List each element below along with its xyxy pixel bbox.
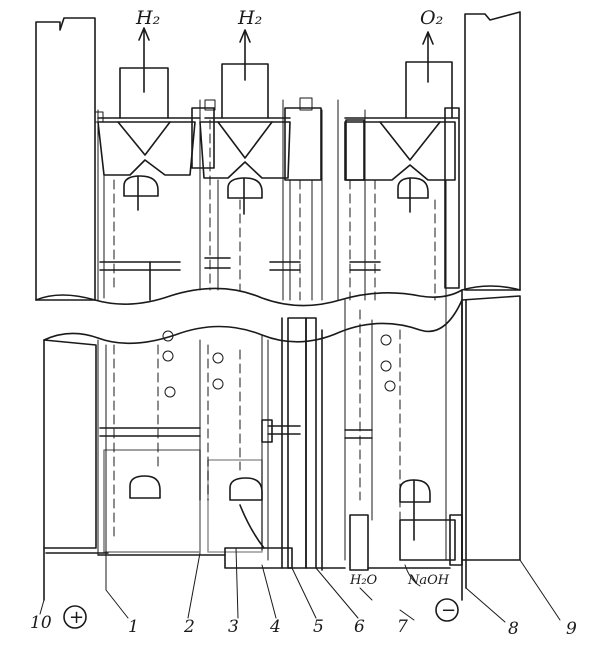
part-number-6: 6 (354, 617, 365, 637)
leader-lines (39, 547, 561, 623)
part-number-2: 2 (183, 617, 195, 637)
plus-symbol: + (69, 607, 84, 628)
left-end-plate (35, 17, 109, 601)
minus-symbol: − (441, 600, 456, 621)
h2-outlet-label-middle: H₂ (237, 7, 262, 29)
gas-outlet-pipes (119, 27, 453, 119)
positive-terminal: + (63, 605, 87, 629)
upper-cell-section (94, 97, 460, 301)
part-number-4: 4 (269, 617, 281, 637)
part-number-1: 1 (128, 617, 139, 637)
inlet-arrows (359, 564, 421, 601)
lower-cell-section (97, 299, 463, 591)
break-lines (35, 285, 521, 345)
negative-terminal: − (435, 598, 459, 622)
part-number-3: 3 (228, 617, 239, 637)
o2-outlet-label: O₂ (420, 7, 443, 29)
part-number-10: 10 (30, 613, 52, 633)
right-end-plate (461, 11, 521, 601)
part-number-9: 9 (566, 619, 577, 639)
part-number-8: 8 (508, 619, 519, 639)
part-number-5: 5 (313, 617, 324, 637)
h2-outlet-label-left: H₂ (135, 7, 160, 29)
part-number-7: 7 (397, 617, 408, 637)
water-inlet-label: H₂O (349, 573, 378, 588)
